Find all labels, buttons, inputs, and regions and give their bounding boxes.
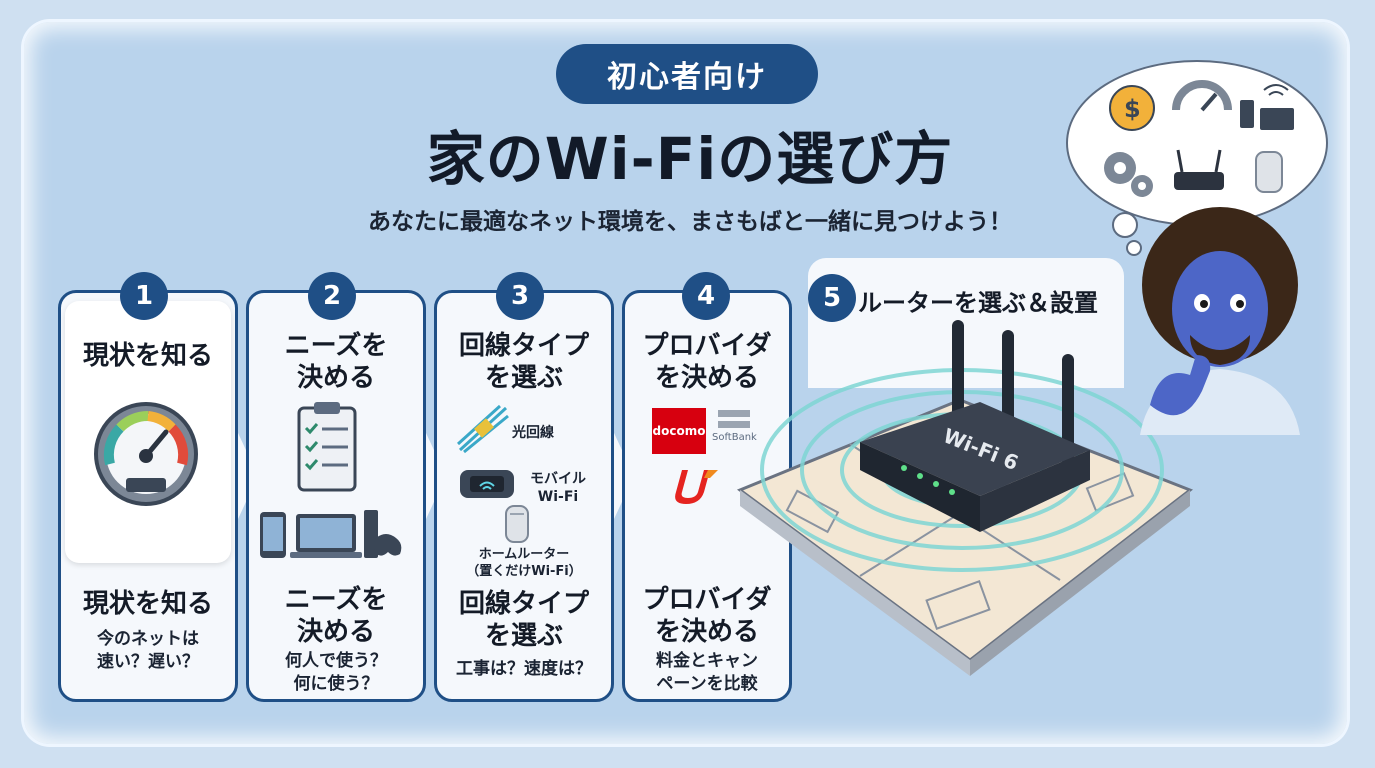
caption-line: ペーンを比較	[656, 674, 758, 694]
heading-line: ニーズを	[284, 331, 388, 361]
page-subtitle: あなたに最適なネット環境を、まさもばと一緒に見つけよう！	[368, 209, 1012, 235]
speed-gauge-icon	[1172, 80, 1232, 111]
step-3-number: 3	[496, 272, 544, 320]
step-1-caption: 今のネットは 速い？遅い？	[58, 628, 238, 674]
step-5-heading: ルーターを選ぶ＆設置	[858, 289, 1098, 317]
thought-icons: $	[1104, 80, 1294, 197]
provider-logo-icon	[675, 470, 718, 504]
home-router-label: ホームルーター （置くだけWi-Fi）	[450, 546, 598, 580]
caption-title-line: 回線タイプ	[458, 589, 589, 619]
heading-line: 回線タイプ	[458, 331, 589, 361]
router-house-illustration: Wi-Fi 6	[736, 320, 1194, 676]
page-title: 家のWi-Fiの選び方	[426, 125, 954, 193]
label-line: ホームルーター	[478, 547, 570, 562]
step-2-heading: ニーズを 決める	[246, 330, 426, 394]
softbank-logo-text: SoftBank	[712, 432, 757, 443]
caption-title-line: を選ぶ	[484, 621, 563, 651]
beginner-badge: 初心者向け	[556, 44, 818, 104]
step-2-caption-title: ニーズを 決める	[246, 584, 426, 648]
home-router-icon	[1255, 151, 1283, 193]
label-line: モバイル	[530, 471, 586, 487]
step-4-caption: 料金とキャン ペーンを比較	[622, 650, 792, 696]
label-line: （置くだけWi-Fi）	[466, 564, 582, 579]
caption-line: 料金とキャン	[656, 651, 758, 671]
step-5-number: 5	[808, 274, 856, 322]
gear-icon	[1104, 152, 1153, 197]
router-icon	[1174, 172, 1224, 190]
docomo-logo: docomo	[652, 408, 706, 454]
softbank-logo: SoftBank	[712, 408, 757, 454]
caption-title-line: ニーズを	[284, 585, 388, 615]
home-router-icon	[505, 505, 529, 543]
heading-line: 決める	[296, 363, 375, 393]
step-4-caption-title: プロバイダ を決める	[622, 584, 792, 648]
mobile-wifi-label: モバイル Wi-Fi	[522, 470, 594, 506]
step-4-heading: プロバイダ を決める	[622, 330, 792, 394]
step-1-heading: 現状を知る	[82, 341, 213, 371]
fiber-label: 光回線	[512, 425, 554, 441]
heading-line: を選ぶ	[484, 363, 563, 393]
devices-icon	[260, 510, 402, 558]
svg-text:$: $	[1124, 95, 1141, 123]
thought-bubble	[1112, 212, 1138, 238]
caption-line: 何人で使う？	[285, 651, 387, 671]
thought-bubble	[1126, 240, 1142, 256]
heading-line: を決める	[654, 363, 759, 393]
phone-icon	[1240, 100, 1254, 128]
dollar-coin-icon	[1109, 85, 1155, 131]
step-3-heading: 回線タイプ を選ぶ	[434, 330, 614, 394]
heading-line: プロバイダ	[642, 331, 772, 361]
step-2-card[interactable]	[246, 290, 426, 702]
step-3-caption: 工事は？速度は？	[456, 659, 592, 679]
caption-line: 速い？遅い？	[97, 652, 199, 672]
step-1-number: 1	[120, 272, 168, 320]
mobile-wifi-icon	[460, 470, 514, 498]
wifi-icon	[1263, 84, 1289, 96]
laptop-icon	[1260, 108, 1294, 130]
label-line: Wi-Fi	[537, 489, 579, 505]
avatar-character	[1140, 207, 1300, 435]
step-4-number: 4	[682, 272, 730, 320]
step-2-number: 2	[308, 272, 356, 320]
caption-line: 何に使う？	[293, 674, 379, 694]
step-2-caption: 何人で使う？ 何に使う？	[246, 650, 426, 696]
caption-title-line: を決める	[654, 617, 759, 647]
fiber-cable-icon	[456, 404, 509, 454]
caption-title-line: プロバイダ	[642, 585, 772, 615]
clipboard-checklist-icon	[297, 402, 357, 492]
caption-line: 今のネットは	[97, 629, 199, 649]
speedometer-icon	[94, 402, 198, 506]
step-3-caption-title: 回線タイプ を選ぶ	[434, 588, 614, 652]
caption-title-line: 決める	[296, 617, 375, 647]
step-1-caption-title: 現状を知る	[82, 589, 213, 619]
